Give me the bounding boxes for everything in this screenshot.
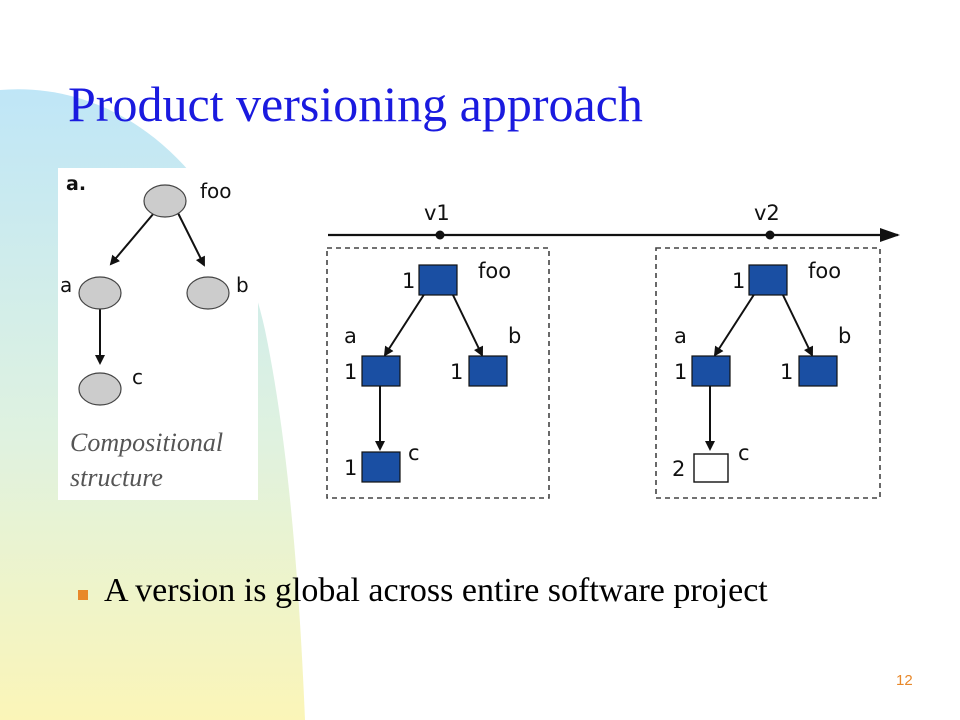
v2-foo-name: foo xyxy=(808,259,841,283)
v1-foo-name: foo xyxy=(478,259,511,283)
v2-foo-version: 1 xyxy=(732,269,745,293)
v2-a-name: a xyxy=(674,324,687,348)
timeline-label-v1: v1 xyxy=(424,201,450,225)
v1-b-name: b xyxy=(508,324,521,348)
snapshot-v1-frame xyxy=(326,247,550,499)
v2-box-foo xyxy=(748,264,788,296)
v1-b-version: 1 xyxy=(450,360,463,384)
v1-box-b xyxy=(468,355,508,387)
v2-box-b xyxy=(798,355,838,387)
v2-c-name: c xyxy=(738,441,750,465)
page-number: 12 xyxy=(896,672,913,689)
node-a xyxy=(78,276,122,310)
timeline-marker-v2 xyxy=(765,230,775,240)
v1-box-a xyxy=(361,355,401,387)
snapshot-v1: 1 foo a 1 b 1 1 c xyxy=(326,247,550,499)
v1-a-version: 1 xyxy=(344,360,357,384)
v2-b-name: b xyxy=(838,324,851,348)
v2-edge-foo-a xyxy=(713,292,756,357)
bullet-text: A version is global across entire softwa… xyxy=(104,572,768,609)
v2-box-a xyxy=(691,355,731,387)
v1-edge-foo-b xyxy=(451,292,484,357)
product-versioning-diagram: v1 v2 1 foo a 1 b 1 1 c 1 foo a 1 b 1 xyxy=(326,201,900,499)
v2-b-version: 1 xyxy=(780,360,793,384)
v2-a-version: 1 xyxy=(674,360,687,384)
timeline-marker-v1 xyxy=(435,230,445,240)
edge-foo-a xyxy=(109,212,155,266)
v1-box-c xyxy=(361,451,401,483)
v1-edge-foo-a xyxy=(383,292,426,357)
node-foo-label: foo xyxy=(200,179,232,203)
node-c xyxy=(78,372,122,406)
snapshot-v2-frame xyxy=(655,247,881,499)
node-c-label: c xyxy=(132,365,143,389)
v2-box-c-changed xyxy=(693,453,729,483)
v1-foo-version: 1 xyxy=(402,269,415,293)
slide-title: Product versioning approach xyxy=(68,76,643,132)
node-foo xyxy=(143,184,187,218)
v2-c-version: 2 xyxy=(672,457,685,481)
v2-edge-foo-b xyxy=(781,292,814,357)
snapshot-v2: 1 foo a 1 b 1 2 c xyxy=(655,247,881,499)
node-b xyxy=(186,276,230,310)
v1-a-name: a xyxy=(344,324,357,348)
v1-c-version: 1 xyxy=(344,456,357,480)
caption-line-1: Compositional xyxy=(70,428,223,457)
caption-line-2: structure xyxy=(70,463,163,492)
bullet-marker xyxy=(78,590,88,600)
edge-foo-b xyxy=(177,212,205,267)
timeline-label-v2: v2 xyxy=(754,201,780,225)
panel-label: a. xyxy=(66,173,86,195)
v1-box-foo xyxy=(418,264,458,296)
node-a-label: a xyxy=(60,273,72,297)
compositional-structure-diagram: a. foo a b c Compositional structure xyxy=(58,168,258,500)
v1-c-name: c xyxy=(408,441,420,465)
node-b-label: b xyxy=(236,273,249,297)
